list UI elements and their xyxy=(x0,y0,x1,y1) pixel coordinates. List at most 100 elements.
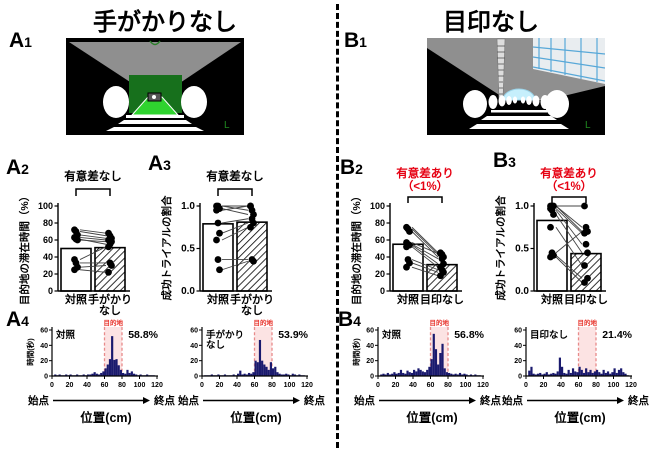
hist-bar xyxy=(582,372,586,376)
condition-label: 対照 xyxy=(55,329,76,341)
hist-bar xyxy=(89,374,92,376)
hist-bar xyxy=(261,360,264,376)
panel-label-b4: B4 xyxy=(338,309,361,330)
scene-corner-mark: L xyxy=(585,120,591,131)
panel-number: 4 xyxy=(353,313,361,329)
hist-bar xyxy=(443,368,446,376)
hist-bar xyxy=(258,339,262,376)
y-tick-label: 0 xyxy=(518,374,522,381)
hist-bar xyxy=(576,372,579,376)
pair-line xyxy=(411,246,439,268)
hist-bar xyxy=(585,368,588,376)
pair-line xyxy=(555,209,583,245)
end-label: 終点 xyxy=(628,394,649,407)
scene-landmark-corridor: L xyxy=(427,38,605,135)
pair-line xyxy=(79,239,107,243)
pair-line xyxy=(411,242,439,255)
data-point xyxy=(108,262,115,269)
hist-bar xyxy=(93,372,96,376)
hist-bar xyxy=(239,370,242,376)
hist-bar xyxy=(272,368,275,376)
pair-line xyxy=(79,229,107,234)
hist-bar xyxy=(386,372,389,376)
percent-label: 56.8% xyxy=(454,329,484,341)
category-label: 目印なし xyxy=(564,293,608,306)
panel-label-a4: A4 xyxy=(6,309,29,330)
hist-bar xyxy=(474,374,477,376)
hist-bar xyxy=(245,374,248,376)
x-tick-label: 0 xyxy=(200,382,204,389)
y-tick-label: 60 xyxy=(366,328,374,335)
hist-bar xyxy=(391,373,394,376)
y-axis-title: 成功トライアルの割合 xyxy=(160,195,173,300)
panel-number: 1 xyxy=(359,34,367,50)
x-tick-label: 40 xyxy=(233,382,241,389)
significance-label: 有意差なし xyxy=(206,169,264,183)
data-point xyxy=(437,250,444,257)
x-tick-label: 120 xyxy=(301,382,313,389)
hist-bar xyxy=(456,374,459,376)
scene-right-port xyxy=(181,86,207,118)
data-point xyxy=(247,223,254,231)
hist-bar xyxy=(95,373,98,376)
arrow-head xyxy=(469,397,476,404)
hist-bar xyxy=(587,372,590,376)
significance-label: 有意差なし xyxy=(64,169,122,183)
data-point xyxy=(250,257,257,265)
pair-line xyxy=(555,254,583,279)
pair-line xyxy=(79,231,107,237)
hist-bar xyxy=(434,349,438,376)
data-point xyxy=(584,249,591,257)
hist-bar xyxy=(111,336,114,376)
column-divider xyxy=(336,4,339,448)
y-tick-label: 20 xyxy=(43,269,53,279)
y-tick-label: 20 xyxy=(514,358,522,365)
end-label: 終点 xyxy=(154,394,175,407)
hist-bar xyxy=(126,369,129,376)
pair-line xyxy=(221,260,249,271)
x-tick-label: 60 xyxy=(251,382,259,389)
hist-bar xyxy=(250,373,253,376)
hist-bar xyxy=(602,369,605,376)
hist-bar xyxy=(298,374,301,376)
hist-bar xyxy=(291,373,294,376)
panel-letter: A xyxy=(6,156,22,179)
pair-line xyxy=(411,266,439,277)
hist-bar xyxy=(223,374,227,376)
x-tick-label: 80 xyxy=(268,382,276,389)
data-point xyxy=(214,219,222,227)
hist-bar xyxy=(100,372,103,376)
hist-bar xyxy=(556,371,559,376)
scene-floor-stripe xyxy=(106,127,204,131)
hist-bar xyxy=(615,372,618,376)
data-point xyxy=(214,256,222,263)
scene-corner-mark: L xyxy=(224,120,230,131)
data-point xyxy=(403,263,410,271)
panel-letter: A xyxy=(6,308,22,331)
hist-bar xyxy=(452,374,455,376)
hist-bar xyxy=(469,374,473,376)
data-point xyxy=(406,228,413,235)
x-tick-label: 120 xyxy=(151,382,163,389)
hist-bar xyxy=(417,368,420,376)
panel-number: 3 xyxy=(163,157,171,173)
hist-bar xyxy=(408,372,411,376)
pair-line xyxy=(411,228,439,255)
hist-bar xyxy=(423,372,427,376)
data-point xyxy=(105,243,112,251)
data-point xyxy=(547,223,554,231)
hist-bar xyxy=(437,364,440,376)
x-tick-label: 40 xyxy=(409,382,417,389)
pair-line xyxy=(555,208,583,234)
scene-ceiling xyxy=(69,42,241,99)
hist-bar xyxy=(382,373,385,376)
start-label: 始点 xyxy=(28,394,49,407)
pair-line xyxy=(79,269,107,273)
hist-bar xyxy=(210,374,213,376)
y-tick-label: 0 xyxy=(194,374,198,381)
y-tick-label: 100 xyxy=(38,201,53,211)
hist-bar xyxy=(252,372,255,376)
